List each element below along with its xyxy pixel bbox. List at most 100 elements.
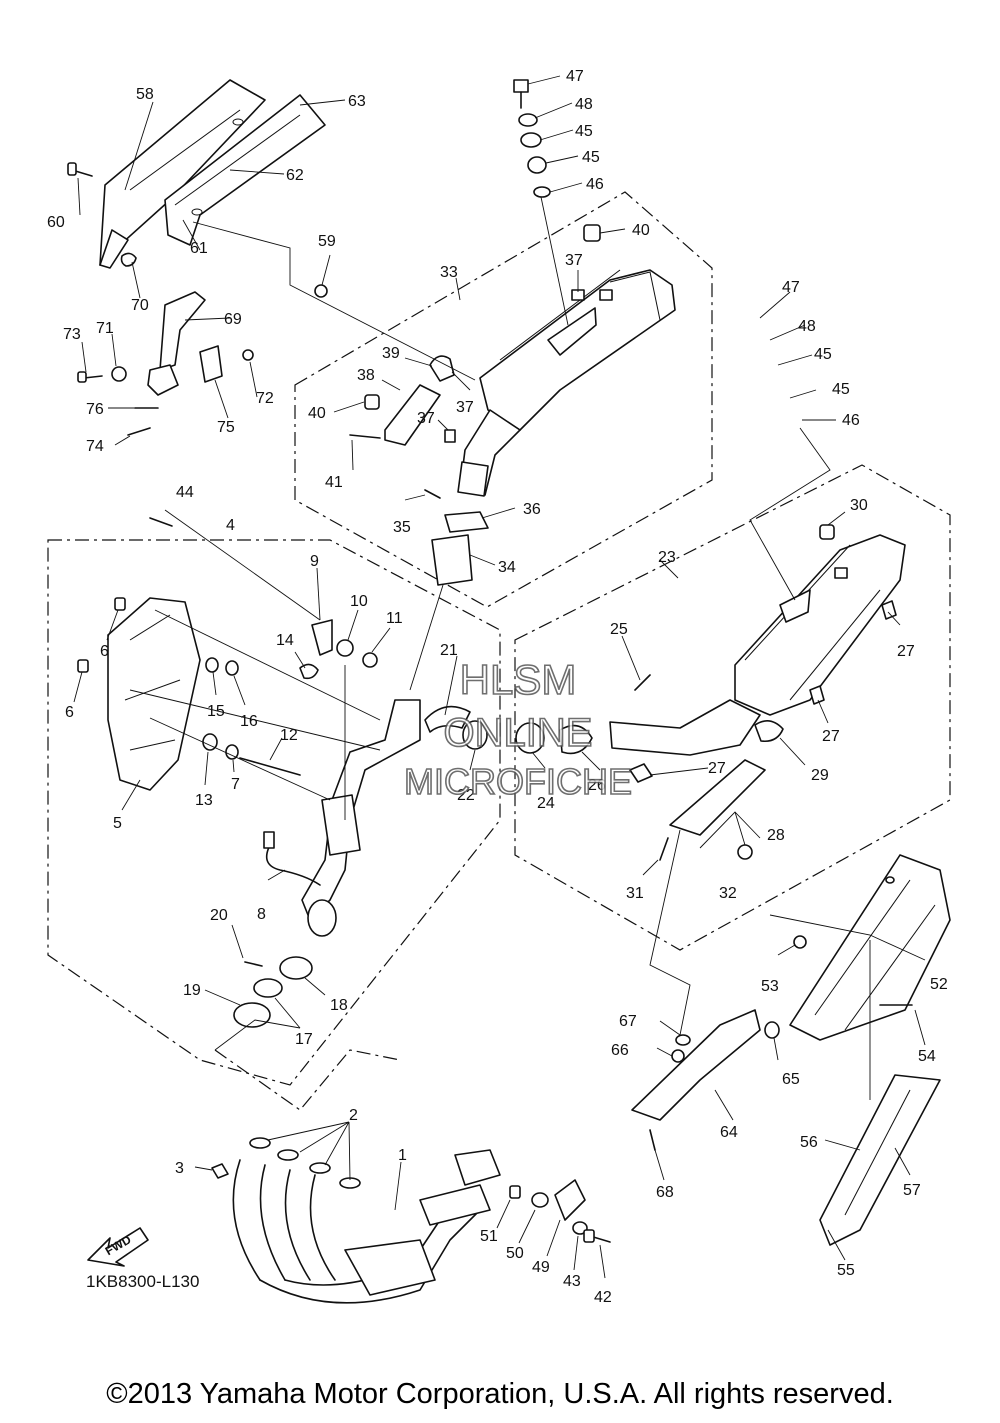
- callout-48: 48: [575, 96, 593, 113]
- callout-61: 61: [190, 240, 208, 257]
- callout-47: 47: [566, 68, 584, 85]
- callout-42: 42: [594, 1289, 612, 1306]
- callout-27: 27: [897, 643, 915, 660]
- callout-71: 71: [96, 320, 114, 337]
- callout-65: 65: [782, 1071, 800, 1088]
- callout-41: 41: [325, 474, 343, 491]
- callout-62: 62: [286, 167, 304, 184]
- callout-28: 28: [767, 827, 785, 844]
- upper-muffler-hardware: [349, 79, 601, 691]
- callout-75: 75: [217, 419, 235, 436]
- callout-17: 17: [295, 1031, 313, 1048]
- callout-31: 31: [626, 885, 644, 902]
- callout-56: 56: [800, 1134, 818, 1151]
- callout-48: 48: [798, 318, 816, 335]
- callout-33: 33: [440, 264, 458, 281]
- callout-30: 30: [850, 497, 868, 514]
- callout-8: 8: [257, 906, 266, 923]
- muffler-group-23-boundary: [514, 464, 951, 951]
- callout-74: 74: [86, 438, 104, 455]
- callout-25: 25: [610, 621, 628, 638]
- callout-49: 49: [532, 1259, 550, 1276]
- callout-37: 37: [417, 410, 435, 427]
- exhaust-header-1: [211, 1137, 611, 1304]
- callout-36: 36: [523, 501, 541, 518]
- callout-26: 26: [588, 777, 606, 794]
- heat-protector-64: [631, 1009, 761, 1121]
- joint-parts: [424, 705, 593, 755]
- callout-24: 24: [537, 795, 555, 812]
- callout-37: 37: [565, 252, 583, 269]
- muffler-group-33-boundary: [294, 191, 713, 608]
- group-boundaries: [47, 191, 951, 1111]
- callout-70: 70: [131, 297, 149, 314]
- callout-58: 58: [136, 86, 154, 103]
- heat-shield-plate-63: [164, 94, 326, 246]
- callout-40: 40: [308, 405, 326, 422]
- callout-10: 10: [350, 593, 368, 610]
- callout-43: 43: [563, 1273, 581, 1290]
- lower-muffler-inlet-pipe: [609, 699, 761, 756]
- watermark-line-3: MICROFICHE: [404, 761, 632, 802]
- callout-39: 39: [382, 345, 400, 362]
- callout-68: 68: [656, 1184, 674, 1201]
- callout-22: 22: [457, 787, 475, 804]
- callout-46: 46: [842, 412, 860, 429]
- callout-52: 52: [930, 976, 948, 993]
- callout-66: 66: [611, 1042, 629, 1059]
- callout-27: 27: [822, 728, 840, 745]
- callout-1: 1: [398, 1147, 407, 1164]
- muffler-band-28: [669, 759, 766, 836]
- copyright-notice: ©2013 Yamaha Motor Corporation, U.S.A. A…: [106, 1378, 894, 1410]
- callout-57: 57: [903, 1182, 921, 1199]
- lower-muffler: [609, 524, 906, 861]
- callout-76: 76: [86, 401, 104, 418]
- callout-73: 73: [63, 326, 81, 343]
- callout-45: 45: [832, 381, 850, 398]
- callout-29: 29: [811, 767, 829, 784]
- pipe-joint-hardware: [233, 956, 313, 1028]
- callout-12: 12: [280, 727, 298, 744]
- callout-45: 45: [582, 149, 600, 166]
- heat-shield-upper: [99, 79, 326, 269]
- callout-6: 6: [65, 704, 74, 721]
- callout-53: 53: [761, 978, 779, 995]
- callout-3: 3: [175, 1160, 184, 1177]
- pipe-group-4-boundary: [47, 539, 501, 1086]
- callout-34: 34: [498, 559, 516, 576]
- upper-muffler: [457, 269, 676, 497]
- callout-16: 16: [240, 713, 258, 730]
- callout-55: 55: [837, 1262, 855, 1279]
- callout-27: 27: [708, 760, 726, 777]
- callout-18: 18: [330, 997, 348, 1014]
- hlsm-watermark: HLSM ONLINE MICROFICHE: [403, 655, 633, 803]
- callout-2: 2: [349, 1107, 358, 1124]
- callout-47: 47: [782, 279, 800, 296]
- callout-50: 50: [506, 1245, 524, 1262]
- callout-35: 35: [393, 519, 411, 536]
- callout-32: 32: [719, 885, 737, 902]
- callout-7: 7: [231, 776, 240, 793]
- callout-60: 60: [47, 214, 65, 231]
- callout-54: 54: [918, 1048, 936, 1065]
- callout-13: 13: [195, 792, 213, 809]
- callout-6: 6: [100, 643, 109, 660]
- callout-69: 69: [224, 311, 242, 328]
- heat-shield-tip: [99, 229, 129, 269]
- callout-40: 40: [632, 222, 650, 239]
- exhaust-pipe-4: [77, 517, 421, 937]
- watermark-line-2: ONLINE: [444, 711, 593, 755]
- callout-37: 37: [456, 399, 474, 416]
- callout-63: 63: [348, 93, 366, 110]
- diagram-code: 1KB8300-L130: [86, 1272, 199, 1291]
- callout-9: 9: [310, 553, 319, 570]
- callout-51: 51: [480, 1228, 498, 1245]
- forward-direction-arrow: FWD: [87, 1227, 149, 1267]
- callout-11: 11: [386, 610, 403, 627]
- callout-46: 46: [586, 176, 604, 193]
- callout-59: 59: [318, 233, 336, 250]
- callout-20: 20: [210, 907, 228, 924]
- callout-23: 23: [658, 549, 676, 566]
- heat-shield-57: [819, 1074, 941, 1246]
